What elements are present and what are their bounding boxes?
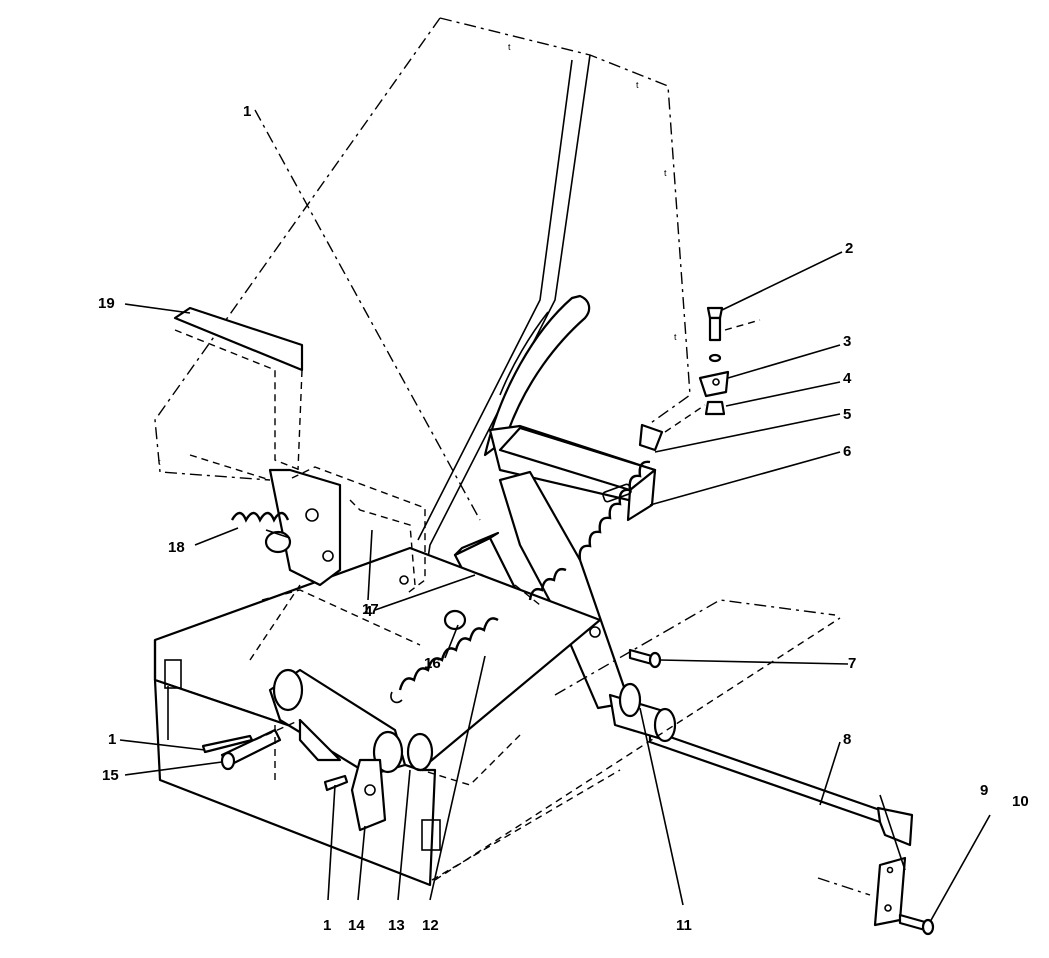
callout-8: 8 xyxy=(843,731,851,748)
callout-6: 6 xyxy=(843,443,851,460)
callout-3: 3 xyxy=(843,333,851,350)
cover-plate xyxy=(291,466,426,596)
callout-14: 14 xyxy=(348,917,365,934)
callout-5: 5 xyxy=(843,406,851,423)
callout-18: 18 xyxy=(168,539,185,556)
callout-9: 9 xyxy=(980,782,988,799)
svg-text:t: t xyxy=(636,80,639,90)
svg-text:t: t xyxy=(664,168,667,178)
assembly-lines xyxy=(189,109,841,881)
callout-2: 2 xyxy=(845,240,853,257)
shield-panel: t t t t t xyxy=(154,17,691,611)
bolt-10-clip-9 xyxy=(817,856,935,936)
spring-18 xyxy=(230,511,292,554)
pedal-shaft xyxy=(268,668,434,832)
callout-1-top: 1 xyxy=(243,103,251,120)
callout-4-mid: 4 xyxy=(364,603,373,620)
handle-grip-block xyxy=(488,424,657,522)
callout-7: 7 xyxy=(848,655,856,672)
svg-text:t: t xyxy=(674,332,677,342)
bolt-7 xyxy=(628,648,662,669)
callout-16: 16 xyxy=(424,655,441,672)
callout-12: 12 xyxy=(422,917,439,934)
callout-labels: 1 2 3 4 5 6 19 18 17 4 4 16 7 8 9 10 1 1… xyxy=(98,103,1029,934)
bolt-2-hardware xyxy=(638,306,761,452)
callout-1-left: 1 xyxy=(108,731,116,748)
mounting-plate xyxy=(153,546,602,887)
callout-19: 19 xyxy=(98,295,115,312)
svg-text:t: t xyxy=(158,457,161,467)
svg-text:t: t xyxy=(508,42,511,52)
leader-lines xyxy=(119,251,991,923)
callout-11: 11 xyxy=(676,917,692,934)
callout-4-right: 4 xyxy=(843,370,852,387)
pivot-rod xyxy=(554,599,914,847)
callout-17: 17 xyxy=(362,601,379,618)
callout-13: 13 xyxy=(388,917,405,934)
handle-lever xyxy=(483,294,591,457)
callout-10: 10 xyxy=(1012,793,1029,810)
callout-1-bottom: 1 xyxy=(323,917,331,934)
callout-15: 15 xyxy=(102,767,119,784)
spring-6 xyxy=(528,460,651,601)
